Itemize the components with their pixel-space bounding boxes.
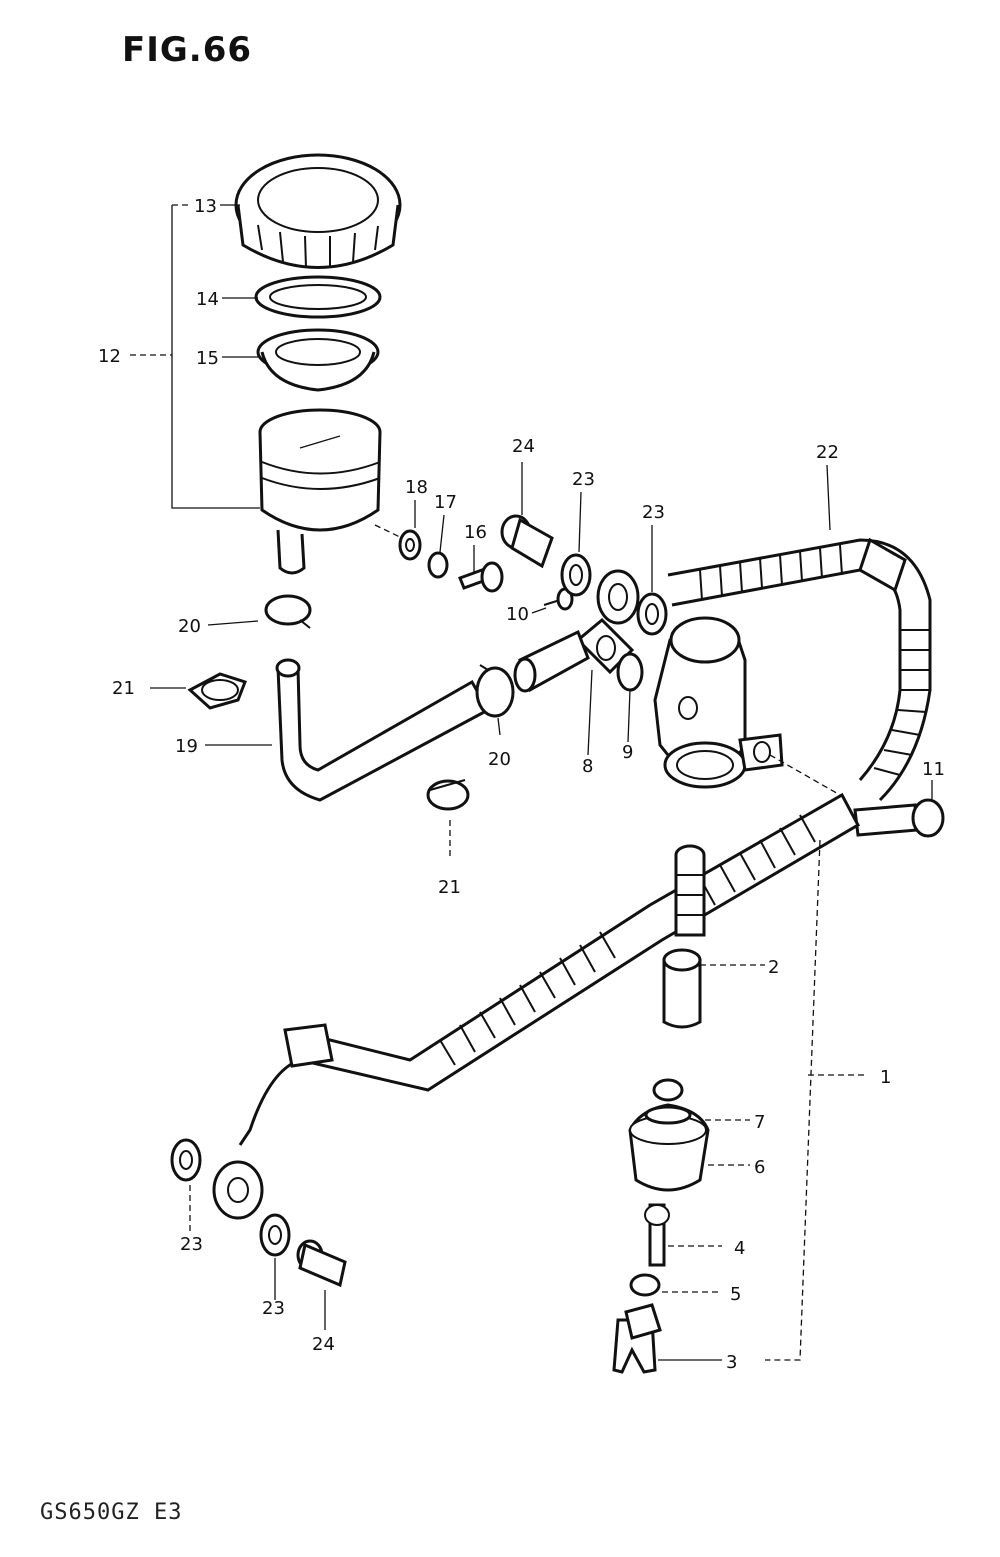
reservoir-diaphragm xyxy=(256,328,380,392)
callout-15: 15 xyxy=(196,348,219,369)
callout-21-lower: 21 xyxy=(438,877,461,898)
callout-24-top: 24 xyxy=(512,436,535,457)
pushrod-4 xyxy=(644,1203,670,1267)
gasket-23-d xyxy=(259,1213,291,1257)
reservoir-diaphragm-plate xyxy=(254,275,382,319)
hose-clamp-20-top xyxy=(264,594,312,629)
o-ring-17 xyxy=(427,551,449,579)
callout-8: 8 xyxy=(582,756,593,777)
union-bolt-24-top xyxy=(500,514,554,569)
callout-23-a: 23 xyxy=(572,469,595,490)
callout-13: 13 xyxy=(194,196,217,217)
o-ring-9 xyxy=(616,652,644,692)
master-cylinder-body xyxy=(653,616,784,789)
callout-18: 18 xyxy=(405,477,428,498)
callout-10: 10 xyxy=(506,604,529,625)
callout-3: 3 xyxy=(726,1352,737,1373)
reservoir-tank xyxy=(258,408,382,575)
callout-23-b: 23 xyxy=(642,502,665,523)
callout-23-c: 23 xyxy=(180,1234,203,1255)
gasket-23-b xyxy=(636,592,668,636)
piston-kit-2 xyxy=(662,844,706,1029)
callout-19: 19 xyxy=(175,736,198,757)
hose-clamp-21-lower xyxy=(426,779,470,811)
callout-21-left: 21 xyxy=(112,678,135,699)
hose-clamp-21-left xyxy=(187,672,247,710)
callout-labels: 1 2 3 4 5 6 7 8 9 10 11 12 13 14 15 16 1… xyxy=(98,196,945,1373)
callout-20-top: 20 xyxy=(178,616,201,637)
callout-23-d: 23 xyxy=(262,1298,285,1319)
callout-2: 2 xyxy=(768,957,779,978)
callout-9: 9 xyxy=(622,742,633,763)
callout-5: 5 xyxy=(730,1284,741,1305)
bolt-11 xyxy=(853,798,945,838)
callout-1: 1 xyxy=(880,1067,891,1088)
callout-11: 11 xyxy=(922,759,945,780)
callout-16: 16 xyxy=(464,522,487,543)
boot-6 xyxy=(628,1078,710,1192)
reservoir-cap xyxy=(234,153,402,269)
screw-16 xyxy=(458,561,504,593)
brake-hose-lower xyxy=(238,792,861,1146)
model-code: GS650GZ E3 xyxy=(40,1500,183,1525)
callout-20-lower: 20 xyxy=(488,749,511,770)
callout-14: 14 xyxy=(196,289,219,310)
circlip-7 xyxy=(644,1105,692,1125)
connector-8 xyxy=(513,617,635,693)
washer-18 xyxy=(398,529,422,561)
banjo-fitting-lower xyxy=(212,1160,264,1220)
brake-hose-22 xyxy=(667,537,932,802)
nut-5 xyxy=(629,1273,661,1297)
callout-17: 17 xyxy=(434,492,457,513)
clevis-3 xyxy=(612,1303,662,1374)
leader-lines xyxy=(150,204,933,1361)
callout-4: 4 xyxy=(734,1238,745,1259)
gasket-23-a xyxy=(560,553,592,597)
callout-7: 7 xyxy=(754,1112,765,1133)
reservoir-hose-19 xyxy=(275,658,491,802)
union-bolt-24-lower xyxy=(296,1239,347,1288)
figure-title: FIG.66 xyxy=(122,30,253,70)
callout-24-lower: 24 xyxy=(312,1334,335,1355)
hose-union-fitting xyxy=(596,569,640,625)
callout-22: 22 xyxy=(816,442,839,463)
gasket-23-c xyxy=(170,1138,202,1182)
hose-clamp-20-lower xyxy=(475,664,515,718)
callout-6: 6 xyxy=(754,1157,765,1178)
callout-12: 12 xyxy=(98,346,121,367)
